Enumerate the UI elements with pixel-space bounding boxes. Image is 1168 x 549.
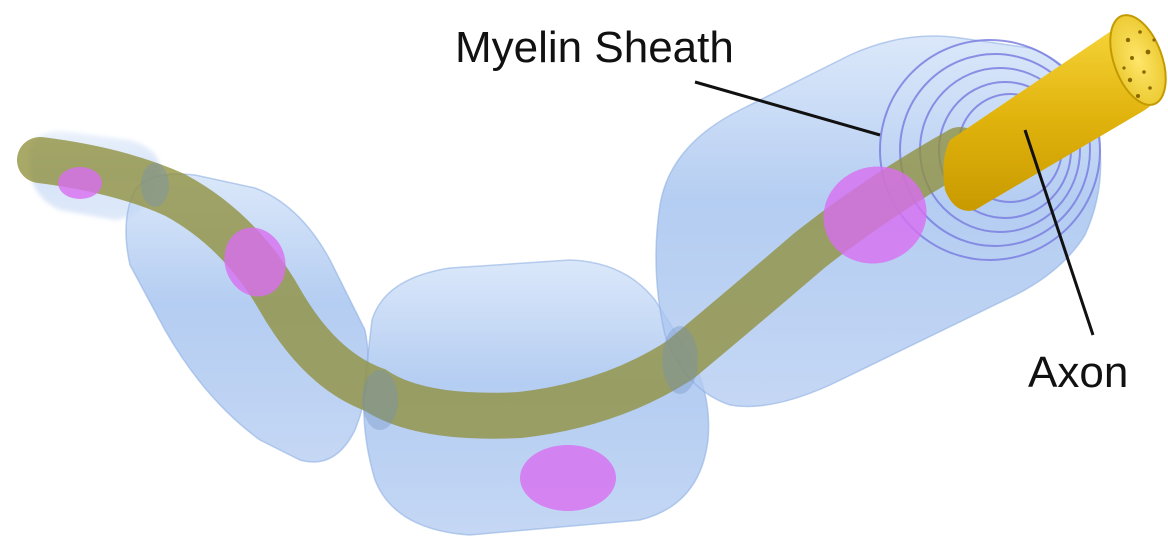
- nucleus-icon: [520, 445, 616, 511]
- axon-label: Axon: [1028, 348, 1128, 397]
- nucleus-icon: [58, 167, 102, 199]
- myelin-sheath-label: Myelin Sheath: [455, 23, 734, 72]
